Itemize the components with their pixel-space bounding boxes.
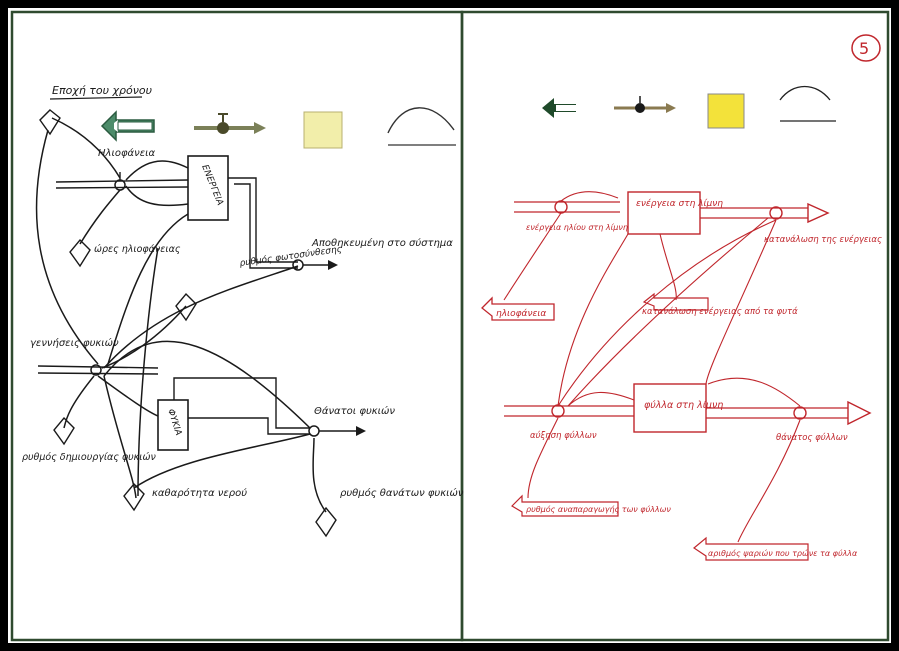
source-arrow-shaft <box>556 105 576 111</box>
source-arrow-shaft <box>117 121 153 131</box>
energy-stock: ΕΝΕΡΓΕΙΑ <box>187 155 229 221</box>
label-energy-input: ενέργεια ηλίου στη λίμνη <box>526 222 628 232</box>
label-leaf-decay: θάνατος φύλλων <box>776 433 848 443</box>
scanned-diagrams: Εποχή του χρόνου Ηλιοφάνεια ΕΝΕΡΓΕΙΑ <box>10 10 890 642</box>
converter-diamond <box>39 109 61 136</box>
page-number: 5 <box>859 39 869 58</box>
label-consumption-by-plants: κατανάλωση ενέργειας από τα φυτά <box>642 306 798 317</box>
right-connectors <box>503 191 801 543</box>
converter-diamond <box>69 238 91 268</box>
label-energy-in-pond: ενέργεια στη λίμνη <box>636 198 723 209</box>
label-leaf-fall: αύξηση φύλλων <box>530 431 597 441</box>
label-leaves-in-pond: φύλλα στη λίμνη <box>644 400 723 411</box>
connector-curve-icon <box>779 86 831 101</box>
underline <box>49 96 143 100</box>
label-time: Εποχή του χρόνου <box>52 84 152 97</box>
label-sunshine: ηλιοφάνεια <box>496 309 546 319</box>
label-death-rate: ρυθμός θανάτων φυκιών <box>340 487 464 499</box>
left-sheet: Εποχή του χρόνου Ηλιοφάνεια ΕΝΕΡΓΕΙΑ <box>22 84 464 538</box>
left-legend <box>100 107 456 149</box>
label-hours-sunshine: ώρες ηλιοφάνειας <box>94 244 181 255</box>
label-water-purity: καθαρότητα νερού <box>152 487 247 499</box>
connector-curve-icon <box>387 107 455 134</box>
stock-box-icon <box>303 111 343 149</box>
label-energy-stored: Αποθηκευμένη στο σύστημα <box>311 237 453 249</box>
stock-box-icon <box>707 93 745 129</box>
label-reproduction-of-leaves: ρυθμός αναπαραγωγής των φύλλων <box>526 504 671 514</box>
right-sheet-border <box>460 10 890 642</box>
left-sheet-border <box>10 10 464 642</box>
label-sunshine: Ηλιοφάνεια <box>98 147 156 159</box>
label-plant-births: γεννήσεις φυκιών <box>30 337 119 349</box>
label-energy: ΕΝΕΡΓΕΙΑ <box>199 163 224 207</box>
label-plant-deaths: Θάνατοι φυκιών <box>314 405 395 417</box>
converter-arrow-sunshine <box>481 296 555 321</box>
source-arrow-highlight <box>114 120 118 132</box>
converter-diamond <box>315 506 337 538</box>
converter-diamond <box>123 482 145 512</box>
label-algae: ΦΥΚΙΑ <box>165 408 183 437</box>
converter-arrow-fish <box>692 536 809 561</box>
algae-inflow <box>37 364 159 376</box>
converter-diamond <box>53 416 75 446</box>
algae-stock: ΦΥΚΙΑ <box>157 399 189 451</box>
leaves-chain: φύλλα στη λίμνη <box>504 383 872 433</box>
flow-valve-icon <box>614 96 676 113</box>
energy-outflow <box>228 177 338 271</box>
energy-inflow <box>55 172 189 191</box>
right-sheet: 5 <box>481 34 882 561</box>
converter-arrow-consumption <box>642 292 709 311</box>
converter-diamond <box>175 292 197 322</box>
label-number-of-fish: αριθμός ψαριών που τρώνε τα φύλλα <box>708 548 858 558</box>
page-number-circle <box>851 34 881 62</box>
label-reproduction-rate: ρυθμός δημιουργίας φυκιών <box>22 452 156 463</box>
left-connectors <box>35 117 327 513</box>
page-frame: Εποχή του χρόνου Ηλιοφάνεια ΕΝΕΡΓΕΙΑ <box>8 8 891 643</box>
converter-arrow-reproduction <box>511 494 619 517</box>
energy-chain: ενέργεια στη λίμνη <box>514 191 830 235</box>
flow-valve-icon <box>194 113 266 134</box>
right-legend <box>542 86 836 129</box>
label-energy-consumption: κατανάλωση της ενέργειας <box>764 234 882 245</box>
algae-outflow <box>173 377 366 437</box>
